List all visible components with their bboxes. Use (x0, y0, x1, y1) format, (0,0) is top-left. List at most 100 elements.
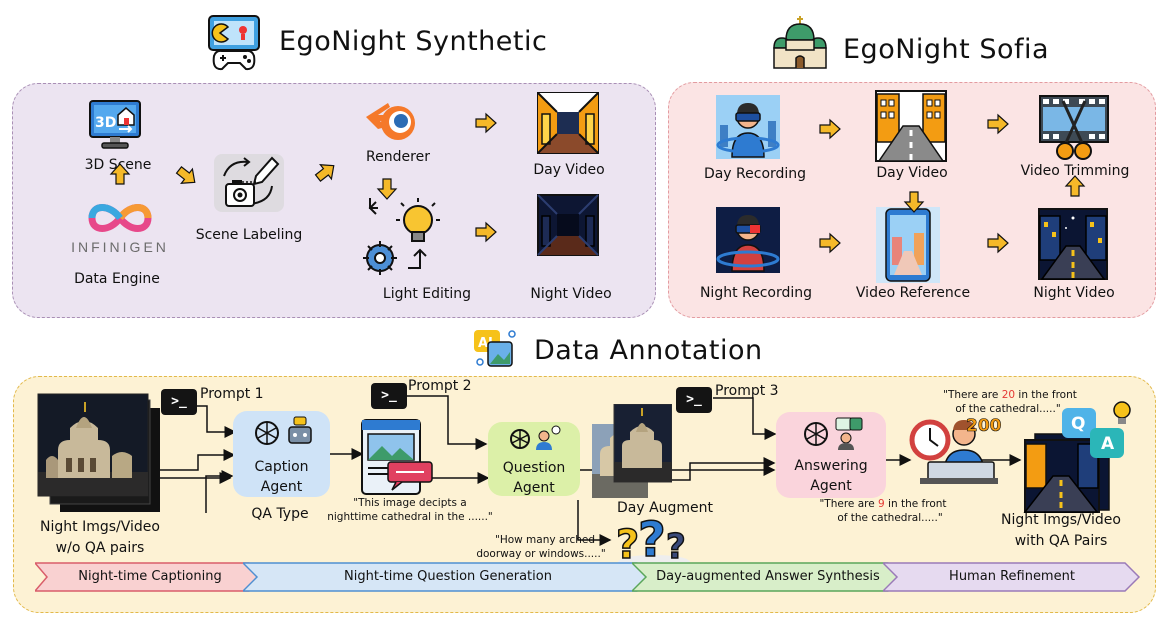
flow-arrow (1064, 175, 1086, 197)
input-night-images (36, 392, 166, 526)
flow-arrow (903, 191, 925, 213)
qa-bubbles-icon (1060, 400, 1138, 468)
openai-answer-icon (804, 417, 863, 450)
flow-arrow (987, 113, 1009, 135)
stage-label-2: Night-time Question Generation (344, 569, 552, 584)
caption-agent-box: Caption Agent (233, 411, 330, 497)
3d-scene-icon: 3D (88, 99, 142, 155)
caption-quote-2: nighttime cathedral in the ......" (327, 511, 493, 523)
sofia-title: EgoNight Sofia (843, 34, 1050, 65)
day-road-icon (875, 90, 947, 166)
night-road-icon (1038, 208, 1108, 284)
question-agent-box: Question Agent (488, 422, 580, 496)
flow-arrow (819, 232, 841, 254)
prompt-1-label: Prompt 1 (200, 386, 264, 402)
annotation-title: Data Annotation (534, 335, 763, 366)
stage-human-refinement: Human Refinement (883, 562, 1141, 592)
day-augment-images (592, 403, 673, 502)
cathedral-icon (770, 14, 830, 74)
video-reference-label: Video Reference (855, 285, 971, 301)
openai-person-icon (510, 425, 561, 450)
flow-arrow (819, 118, 841, 140)
output-label-2: with QA Pairs (1014, 533, 1108, 549)
flow-arrow (175, 166, 196, 184)
renderer-label: Renderer (366, 149, 430, 165)
sofia-day-video-label: Day Video (876, 165, 948, 181)
synthetic-day-video-label: Day Video (533, 162, 605, 178)
badge-200: 200 (966, 416, 1002, 437)
night-recording-label: Night Recording (699, 285, 813, 301)
stage-night-captioning: Night-time Captioning (35, 562, 265, 592)
caption-agent-label-1: Caption (254, 459, 309, 475)
night-corridor-icon (537, 194, 599, 260)
refined-count: 20 (1001, 389, 1016, 401)
day-recording-label: Day Recording (703, 166, 807, 182)
ai-image-icon: AI (470, 328, 516, 374)
output-label-1: Night Imgs/Video (1001, 512, 1121, 528)
caption-image-card (360, 418, 436, 502)
qa-a-letter: A (1101, 434, 1115, 454)
openai-robot-icon (254, 416, 312, 445)
synthetic-title: EgoNight Synthetic (279, 26, 548, 57)
light-editing-label: Light Editing (382, 286, 472, 302)
qa-type-label: QA Type (251, 506, 309, 522)
flow-arrow (376, 178, 398, 200)
sofia-night-video-label: Night Video (1033, 285, 1115, 301)
input-label-1: Night Imgs/Video (40, 519, 160, 535)
answer-quote-2: of the cathedral....." (837, 512, 943, 524)
caption-agent-label-2: Agent (260, 479, 303, 495)
stage-label-1: Night-time Captioning (78, 569, 222, 584)
svg-text:3D: 3D (95, 115, 116, 131)
3d-scene-label: 3D Scene (84, 157, 152, 173)
flow-arrow (475, 112, 497, 134)
question-agent-label-1: Question (502, 460, 566, 476)
question-quote-2: doorway or windows....." (476, 548, 606, 560)
prompt-2-label: Prompt 2 (408, 378, 472, 394)
flow-arrow (987, 232, 1009, 254)
day-corridor-icon (537, 92, 599, 158)
svg-text:?: ? (616, 522, 639, 568)
caption-quote-1: "This image decipts a (353, 497, 467, 509)
gamepad-icon (206, 14, 262, 76)
answering-agent-label-1: Answering (794, 458, 868, 474)
stage-label-3: Day-augmented Answer Synthesis (656, 569, 880, 584)
flow-arrow (109, 163, 131, 185)
data-engine-label: Data Engine (74, 271, 160, 287)
infinigen-text: INFINIGEN (71, 239, 169, 255)
refined-quote-1: "There are 20 in the front (943, 389, 1077, 401)
infinigen-logo (80, 198, 160, 242)
video-trimming-label: Video Trimming (1020, 163, 1130, 179)
answering-agent-label-2: Agent (810, 478, 852, 494)
svg-text:?: ? (638, 512, 666, 568)
question-agent-label-2: Agent (513, 480, 555, 496)
flow-arrow (314, 164, 335, 182)
flow-arrow (475, 221, 497, 243)
answer-quote-1: "There are 9 in the front (819, 498, 947, 510)
terminal-icon-3: >_ (676, 387, 712, 413)
blender-icon (360, 97, 422, 147)
day-augment-label: Day Augment (616, 500, 714, 516)
stage-answer-synthesis: Day-augmented Answer Synthesis (632, 562, 904, 592)
stage-label-4: Human Refinement (949, 569, 1075, 584)
answer-count: 9 (878, 498, 885, 510)
scene-labeling-icon (212, 150, 286, 218)
refined-quote-2: of the cathedral....." (955, 403, 1061, 415)
scene-labeling-label: Scene Labeling (195, 227, 303, 243)
svg-text:?: ? (666, 527, 686, 567)
light-editing-icon (360, 196, 440, 280)
terminal-icon-1: >_ (161, 389, 197, 415)
synthetic-night-video-label: Night Video (530, 286, 612, 302)
video-reference-icon (876, 207, 940, 287)
input-label-2: w/o QA pairs (55, 540, 145, 556)
stage-question-generation: Night-time Question Generation (243, 562, 653, 592)
prompt-3-label: Prompt 3 (715, 383, 779, 399)
question-marks-icon: ? ? ? (612, 511, 694, 574)
day-recording-icon (716, 95, 780, 163)
question-quote-1: "How many arched (494, 534, 596, 546)
human-annotator-icon (908, 414, 998, 490)
video-trimming-icon (1039, 95, 1109, 167)
qa-q-letter: Q (1071, 414, 1086, 434)
answering-agent-box: Answering Agent (776, 412, 886, 498)
night-recording-icon (716, 207, 780, 277)
